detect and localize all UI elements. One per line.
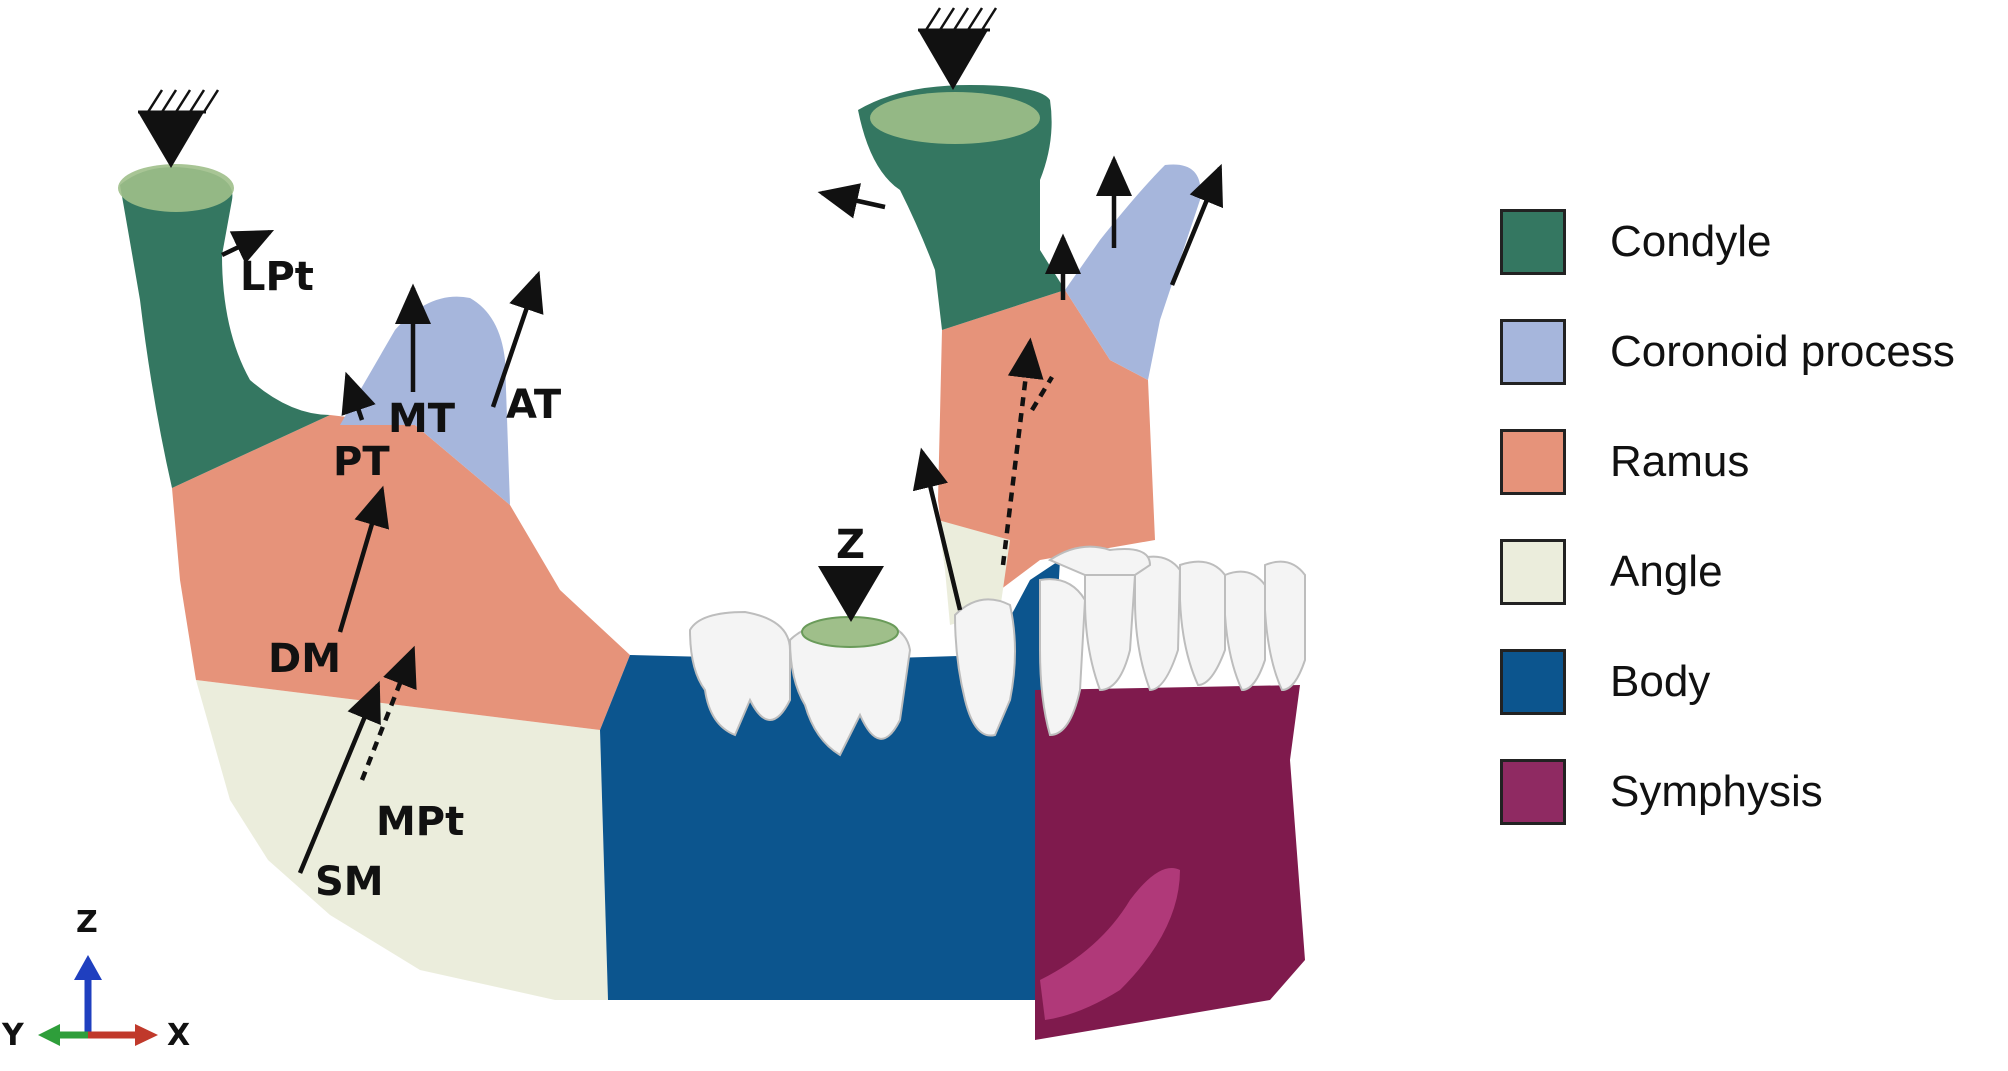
- legend-item: Body: [1500, 647, 2000, 717]
- z-load-triangle: [818, 566, 884, 622]
- left-condyle-region: [120, 167, 330, 488]
- legend-item: Condyle: [1500, 207, 2000, 277]
- legend-swatch: [1500, 429, 1566, 495]
- legend-label: Symphysis: [1610, 767, 1823, 816]
- premolar-1: [953, 598, 1016, 737]
- right-coronoid-region: [1065, 164, 1201, 380]
- molar-1: [688, 610, 791, 737]
- label-at: AT: [506, 382, 562, 428]
- label-mpt: MPt: [376, 799, 464, 845]
- legend-swatch: [1500, 759, 1566, 825]
- left-ramus-region: [172, 415, 630, 730]
- legend-label: Angle: [1610, 547, 1723, 596]
- arrow-dm-right: [912, 447, 963, 611]
- symphysis-highlight: [1040, 868, 1180, 1020]
- label-sm: SM: [315, 859, 384, 905]
- legend-swatch: [1500, 539, 1566, 605]
- legend-item: Ramus: [1500, 427, 2000, 497]
- z-axis-arrowhead: [74, 955, 102, 980]
- label-pt: PT: [333, 439, 390, 485]
- muscle-force-arrows: [221, 155, 1223, 874]
- arrow-dm-left: [337, 485, 390, 633]
- front-tooth-6: [1264, 560, 1306, 692]
- coordinate-axes: Z Y X: [1, 905, 190, 1053]
- arrow-pt-left: [341, 371, 376, 421]
- label-dm: DM: [268, 636, 341, 682]
- x-axis-arrowhead: [135, 1024, 158, 1046]
- legend-swatch: [1500, 319, 1566, 385]
- y-axis-arrowhead: [38, 1024, 60, 1046]
- axis-label-y: Y: [1, 1018, 25, 1053]
- right-condyle-constraint-surface: [870, 92, 1040, 144]
- front-tooth-5: [1224, 570, 1266, 692]
- label-mt: MT: [388, 396, 456, 442]
- right-support-triangle: [918, 30, 988, 90]
- label-lpt: LPt: [240, 254, 314, 300]
- axis-label-x: X: [167, 1018, 190, 1053]
- right-condyle-fixed-support: [918, 7, 998, 90]
- left-support-triangle: [138, 112, 204, 168]
- legend-label: Coronoid process: [1610, 327, 1955, 376]
- right-condyle-region: [858, 85, 1065, 330]
- z-contact-patch: [801, 616, 899, 648]
- legend-item: Angle: [1500, 537, 2000, 607]
- arrow-lpt-right: [817, 183, 886, 219]
- arrow-lpt-left: [221, 229, 275, 264]
- arrow-mpt-left: [359, 645, 417, 781]
- legend-item: Coronoid process: [1500, 317, 2000, 387]
- left-condyle-constraint-surface: [118, 164, 234, 212]
- legend-label: Ramus: [1610, 437, 1750, 486]
- front-tooth-4: [1179, 560, 1226, 687]
- right-ramus-region: [938, 290, 1155, 600]
- arrow-sm-left: [297, 680, 381, 874]
- legend-swatch: [1500, 649, 1566, 715]
- legend-label: Body: [1610, 657, 1711, 706]
- left-condyle-fixed-support: [138, 89, 220, 168]
- front-tooth-1: [1039, 578, 1087, 737]
- arrow-at-right: [1169, 163, 1223, 286]
- left-coronoid-region: [340, 296, 510, 505]
- front-tooth-3: [1134, 555, 1182, 692]
- legend-label: Condyle: [1610, 217, 1772, 266]
- legend-item: Symphysis: [1500, 757, 2000, 827]
- legend-swatch: [1500, 209, 1566, 275]
- axis-label-z: Z: [76, 905, 98, 940]
- left-angle-region: [196, 680, 608, 1000]
- arrow-mpt-right-dashed: [1030, 375, 1054, 412]
- front-tooth-7: [1047, 545, 1152, 576]
- arrow-at-left: [490, 270, 544, 408]
- arrow-sm-right-dashed: [1000, 337, 1044, 566]
- label-z: Z: [836, 522, 865, 568]
